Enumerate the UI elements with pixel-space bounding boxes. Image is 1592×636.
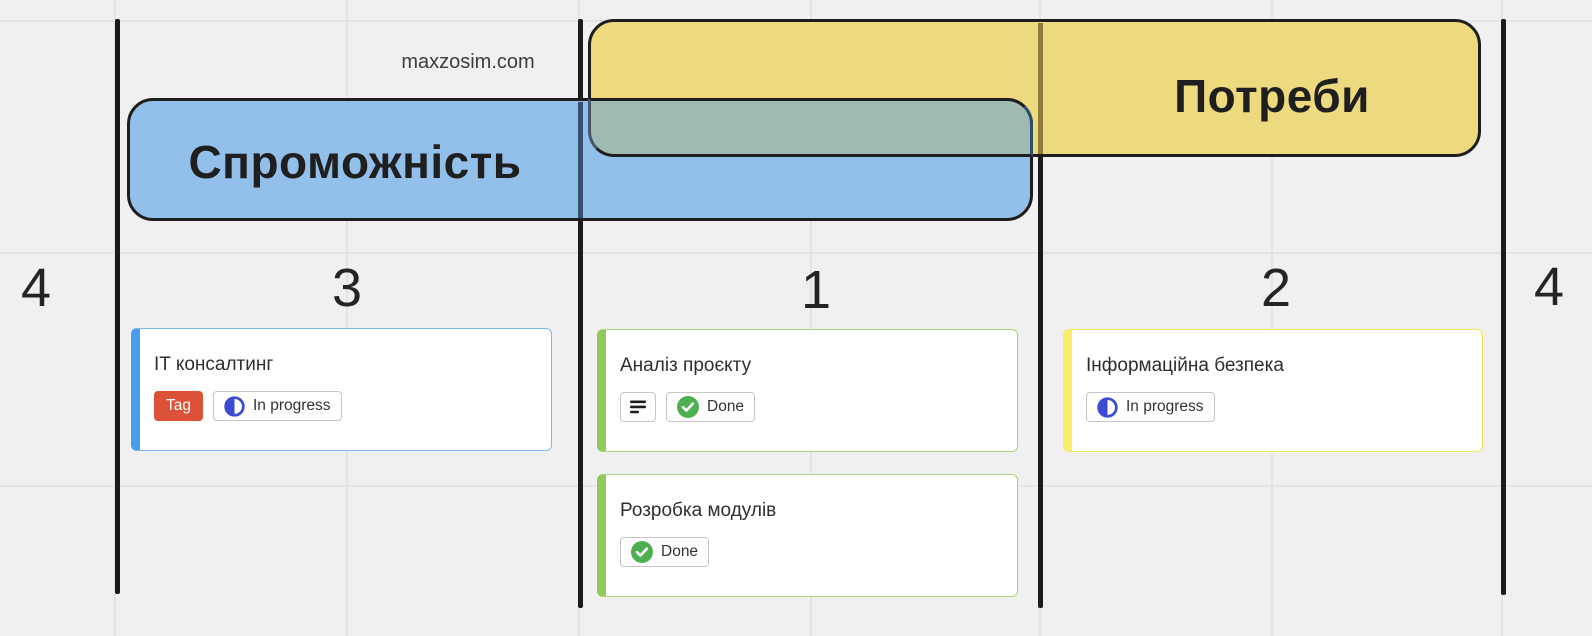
capability-zone-label: Спроможність (188, 136, 522, 188)
card-title: IT консалтинг (154, 354, 274, 375)
count-far-right: 4 (1533, 257, 1565, 317)
divider-line-right[interactable] (1501, 19, 1506, 595)
status-badge-done[interactable]: Done (620, 537, 710, 567)
divider-tint-under-blue (578, 102, 583, 218)
grid-line (0, 252, 1592, 254)
count-capability-only: 3 (331, 258, 363, 318)
status-badge-in-progress[interactable]: In progress (1086, 392, 1215, 422)
divider-tint-under-yellow (1038, 23, 1043, 154)
status-badge-done[interactable]: Done (666, 392, 756, 422)
notes-badge[interactable] (620, 392, 656, 422)
grid-line (1271, 0, 1273, 636)
card-title: Розробка модулів (620, 500, 777, 521)
grid-line (810, 0, 812, 636)
card-title: Аналіз проєкту (620, 355, 752, 376)
card-project-analysis[interactable]: Аналіз проєкту Done (597, 329, 1018, 452)
card-information-security[interactable]: Інформаційна безпека In progress (1063, 329, 1483, 452)
in-progress-icon (224, 395, 245, 417)
needs-zone-label: Потреби (1174, 70, 1370, 122)
badge-row: In progress (1086, 392, 1468, 422)
status-badge-in-progress[interactable]: In progress (213, 391, 342, 421)
divider-line-mid-right[interactable] (1038, 19, 1043, 608)
status-label: In progress (253, 397, 331, 414)
card-module-development[interactable]: Розробка модулів Done (597, 474, 1018, 597)
notes-icon (629, 400, 647, 414)
card-title: Інформаційна безпека (1086, 355, 1284, 376)
watermark-text: maxzosim.com (401, 51, 535, 73)
divider-line-mid-left[interactable] (578, 19, 583, 608)
count-far-left: 4 (20, 258, 52, 318)
status-label: Done (707, 398, 745, 415)
card-it-consulting[interactable]: IT консалтинг Tag In progress (131, 328, 552, 451)
grid-line (346, 0, 348, 636)
tag-badge[interactable]: Tag (154, 391, 203, 421)
badge-row: Done (620, 392, 1003, 422)
tag-label: Tag (166, 397, 191, 414)
in-progress-icon (1097, 396, 1118, 418)
divider-line-left[interactable] (115, 19, 120, 594)
done-icon (631, 541, 653, 563)
badge-row: Tag In progress (154, 391, 537, 421)
status-label: Done (661, 543, 699, 560)
zones-overlap-region (588, 98, 1033, 157)
status-label: In progress (1126, 398, 1204, 415)
count-overlap: 1 (800, 260, 832, 320)
badge-row: Done (620, 537, 1003, 567)
done-icon (677, 396, 699, 418)
count-needs-only: 2 (1260, 258, 1292, 318)
